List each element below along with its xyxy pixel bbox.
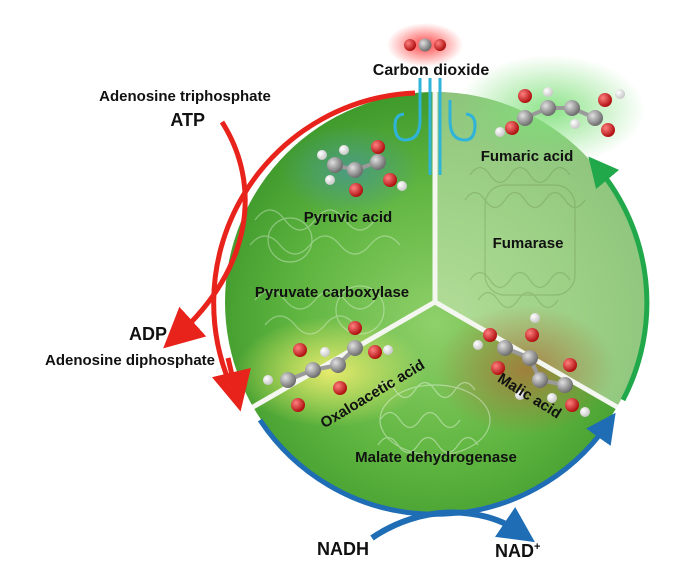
pyruvate-carboxylase-label: Pyruvate carboxylase bbox=[255, 284, 409, 301]
malate-dehydrogenase-structure-icon bbox=[374, 381, 491, 456]
nadh-label: NADH bbox=[317, 539, 369, 559]
oxaloacetic-acid-molecule-icon bbox=[263, 321, 393, 412]
fumarase-structure-icon bbox=[464, 166, 586, 309]
pyruvate-carboxylase-structure-icon bbox=[249, 209, 401, 335]
malate-dehydrogenase-label: Malate dehydrogenase bbox=[355, 449, 517, 466]
fumaric-acid-molecule-icon bbox=[495, 87, 625, 137]
fumaric-acid-label: Fumaric acid bbox=[481, 148, 574, 165]
atp-full-label: Adenosine triphosphate bbox=[99, 88, 271, 105]
adp-full-label: Adenosine diphosphate bbox=[45, 352, 215, 369]
co2-molecule-icon bbox=[404, 38, 446, 52]
co2-inlet-tube-icon bbox=[393, 78, 477, 175]
adp-label: ADP bbox=[129, 324, 167, 344]
nadh-to-nad-arrow bbox=[370, 507, 535, 543]
co2-label: Carbon dioxide bbox=[373, 62, 490, 79]
nad-base-text: NAD bbox=[495, 541, 534, 561]
malic-acid-molecule-icon bbox=[473, 313, 590, 417]
nad-plus-label: NAD+ bbox=[495, 541, 540, 561]
divider-left bbox=[251, 299, 437, 410]
fumarase-label: Fumarase bbox=[493, 235, 564, 252]
green-arc-arrow bbox=[588, 156, 650, 402]
pyruvic-acid-label: Pyruvic acid bbox=[304, 209, 392, 226]
atp-to-adp-arrow bbox=[163, 120, 248, 349]
nad-superscript: + bbox=[534, 541, 540, 553]
atp-label: ATP bbox=[170, 110, 205, 130]
oxaloacetic-glow bbox=[235, 317, 425, 427]
atp-arc-arrowhead bbox=[211, 357, 251, 412]
pyruvic-acid-molecule-icon bbox=[317, 140, 407, 197]
